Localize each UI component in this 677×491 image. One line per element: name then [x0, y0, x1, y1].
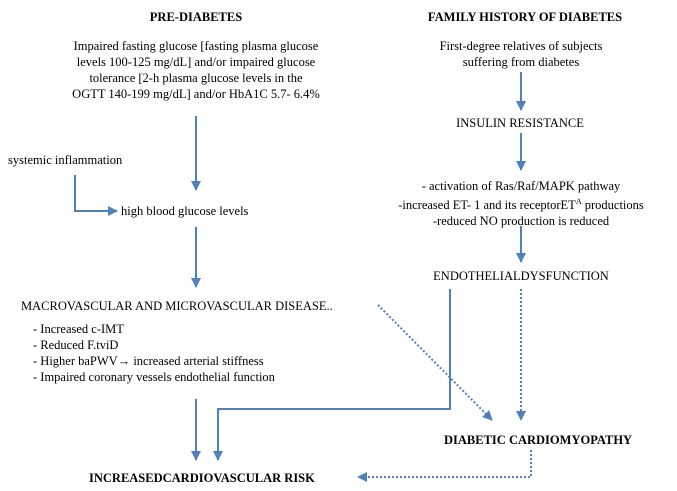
- criteria-line: levels 100-125 mg/dL] and/or impaired gl…: [76, 55, 316, 69]
- endothelial-dysfunction-label: ENDOTHELIALDYSFUNCTION: [433, 269, 609, 283]
- diabetic-cardiomyopathy-label: DIABETIC CARDIOMYOPATHY: [444, 433, 633, 447]
- criteria-line: Impaired fasting glucose [fasting plasma…: [73, 39, 319, 53]
- mechanism-item: - activation of Ras/Raf/MAPK pathway: [421, 179, 621, 193]
- finding-item: - Impaired coronary vessels endothelial …: [33, 370, 275, 384]
- first-degree-relatives: First-degree relatives of subjects suffe…: [410, 38, 632, 70]
- systemic-inflammation-label: systemic inflammation: [8, 153, 123, 167]
- vascular-disease-label: MACROVASCULAR AND MICROVASCULAR DISEASE.…: [21, 299, 333, 313]
- relatives-line: suffering from diabetes: [462, 55, 580, 69]
- relatives-line: First-degree relatives of subjects: [439, 39, 603, 53]
- cardiovascular-risk-label: INCREASEDCARDIOVASCULAR RISK: [89, 471, 315, 485]
- high-blood-glucose-label: high blood glucose levels: [121, 204, 249, 218]
- arrow-inflammation-to-glucose: [74, 175, 118, 216]
- family-history-heading: FAMILY HISTORY OF DIABETES: [427, 10, 623, 24]
- mechanism-item-suffix: productions: [581, 198, 644, 213]
- finding-item: - Higher baPWV→ increased arterial stiff…: [33, 354, 264, 368]
- finding-item: - Reduced F.tviD: [33, 338, 119, 352]
- pre-diabetes-heading: PRE-DIABETES: [149, 10, 243, 24]
- criteria-line: OGTT 140-199 mg/dL] and/or HbA1C 5.7- 6.…: [72, 87, 320, 101]
- mechanism-item: -increased ET- 1 and its receptorETA pro…: [380, 194, 662, 213]
- criteria-line: tolerance [2-h plasma glucose levels in …: [89, 71, 303, 85]
- vascular-findings-list: - Increased c-IMT - Reduced F.tviD - Hig…: [33, 321, 275, 385]
- pre-diabetes-criteria: Impaired fasting glucose [fasting plasma…: [40, 38, 352, 102]
- finding-item: - Increased c-IMT: [33, 322, 124, 336]
- receptor-superscript: A: [575, 197, 582, 206]
- mechanism-item: -reduced NO production is reduced: [432, 214, 610, 229]
- insulin-resistance-label: INSULIN RESISTANCE: [456, 116, 584, 130]
- mechanisms-list: - activation of Ras/Raf/MAPK pathway -in…: [380, 178, 662, 229]
- arrow-dysfunction-to-risk: [213, 289, 451, 461]
- dotted-arrow-disease-to-cardiomyopathy: [377, 304, 493, 421]
- dotted-arrow-cardiomyopathy-to-risk: [357, 450, 532, 482]
- mechanism-item-text: -increased ET- 1 and its receptorET: [398, 198, 576, 213]
